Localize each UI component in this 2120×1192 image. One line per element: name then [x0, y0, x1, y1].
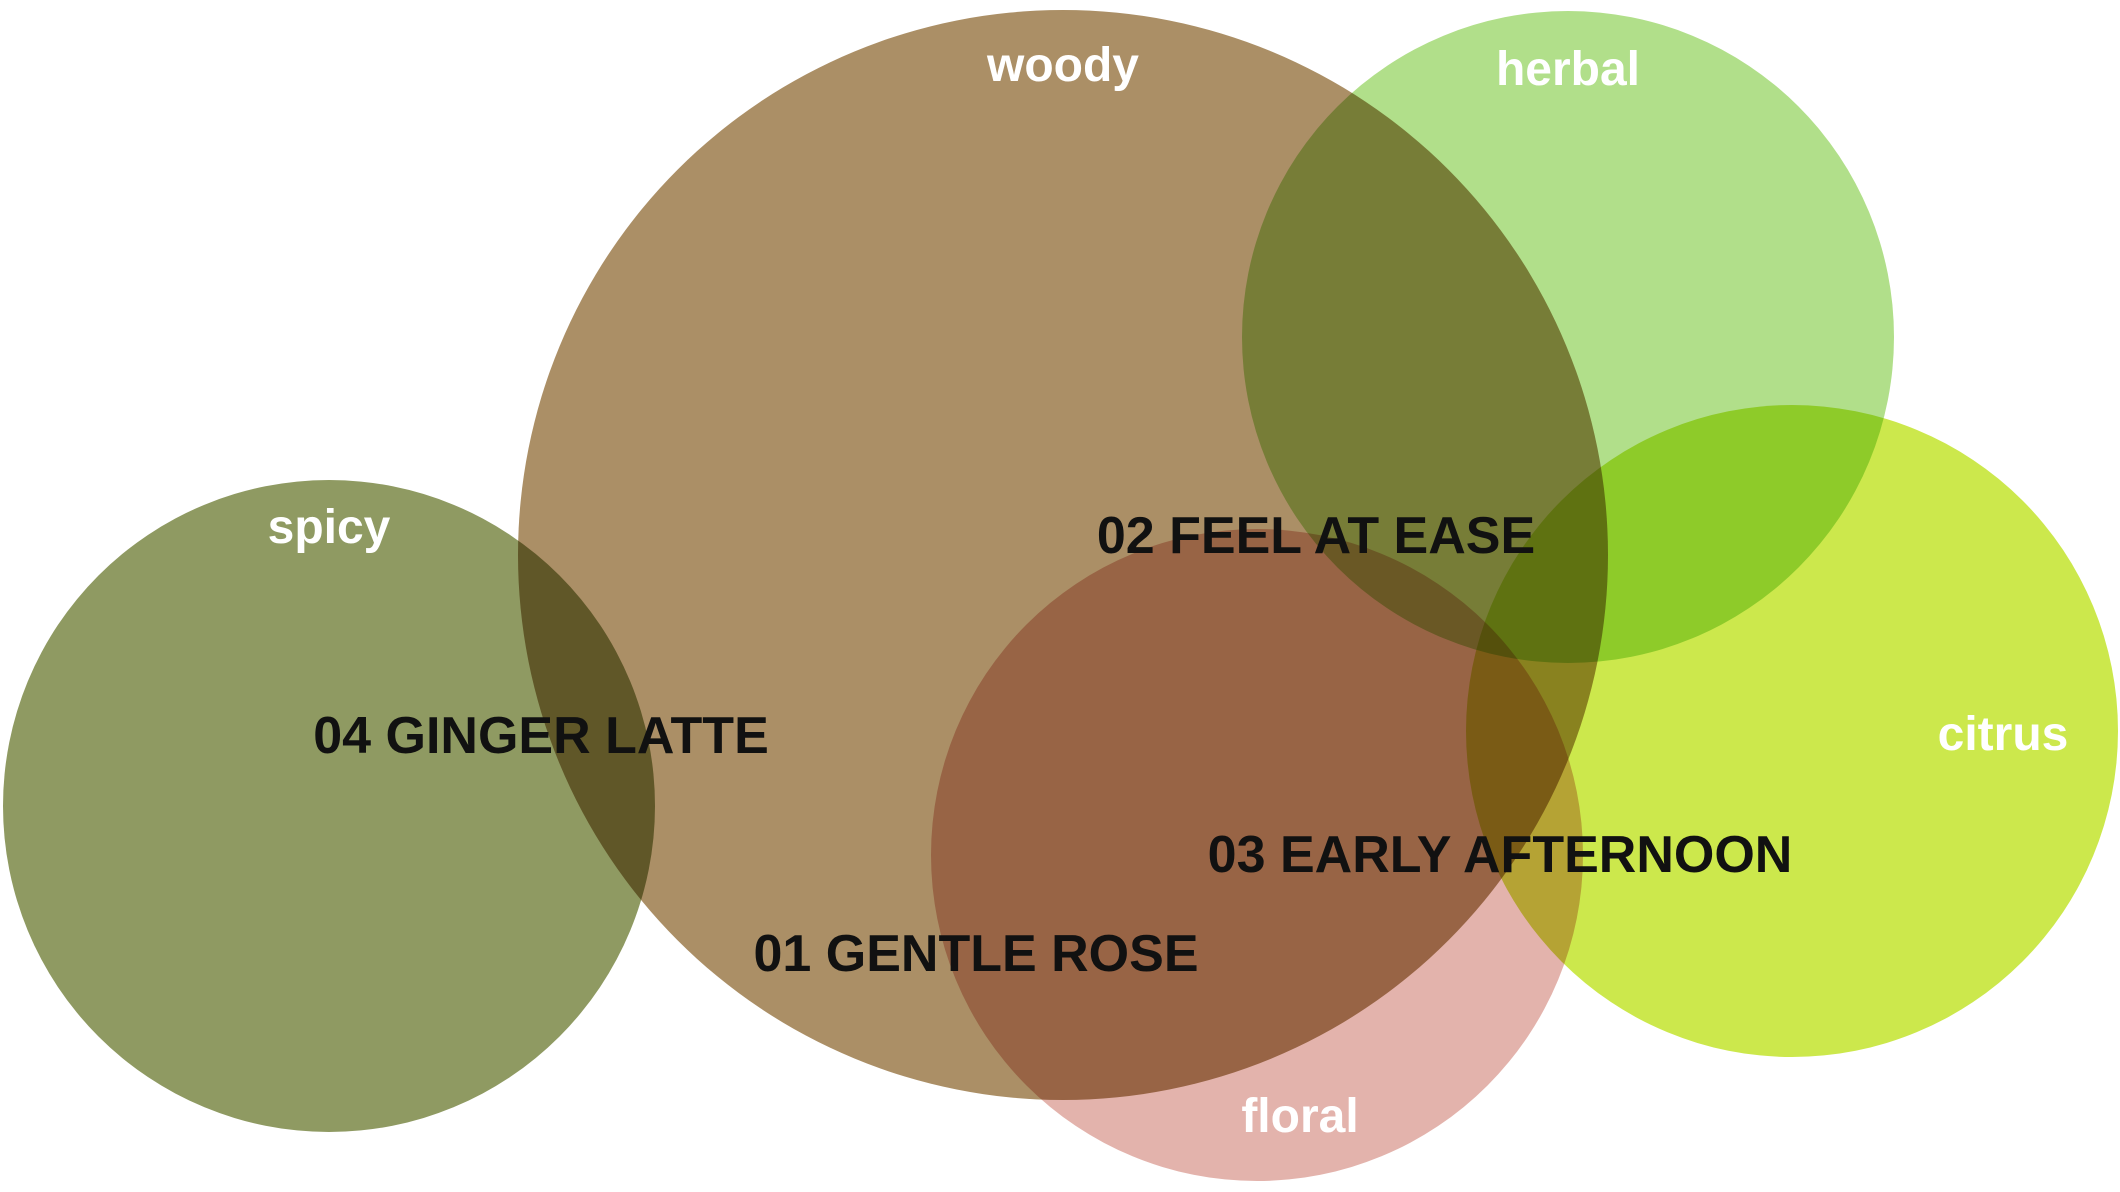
- citrus-label: citrus: [1938, 708, 2069, 761]
- item-ginger-latte: 04 GINGER LATTE: [313, 707, 769, 765]
- herbal-label: herbal: [1496, 43, 1640, 96]
- item-gentle-rose: 01 GENTLE ROSE: [754, 925, 1199, 983]
- item-labels: 02 FEEL AT EASE 04 GINGER LATTE 03 EARLY…: [313, 507, 1792, 983]
- set-labels: woody herbal spicy citrus floral: [268, 39, 2069, 1143]
- spicy-circle: [3, 480, 655, 1132]
- floral-circle: [931, 529, 1583, 1181]
- item-early-afternoon: 03 EARLY AFTERNOON: [1208, 826, 1793, 884]
- item-feel-at-ease: 02 FEEL AT EASE: [1097, 507, 1535, 565]
- floral-label: floral: [1241, 1090, 1358, 1143]
- citrus-circle: [1466, 405, 2118, 1057]
- circles: [3, 10, 2118, 1181]
- spicy-label: spicy: [268, 501, 391, 554]
- woody-label: woody: [986, 39, 1139, 92]
